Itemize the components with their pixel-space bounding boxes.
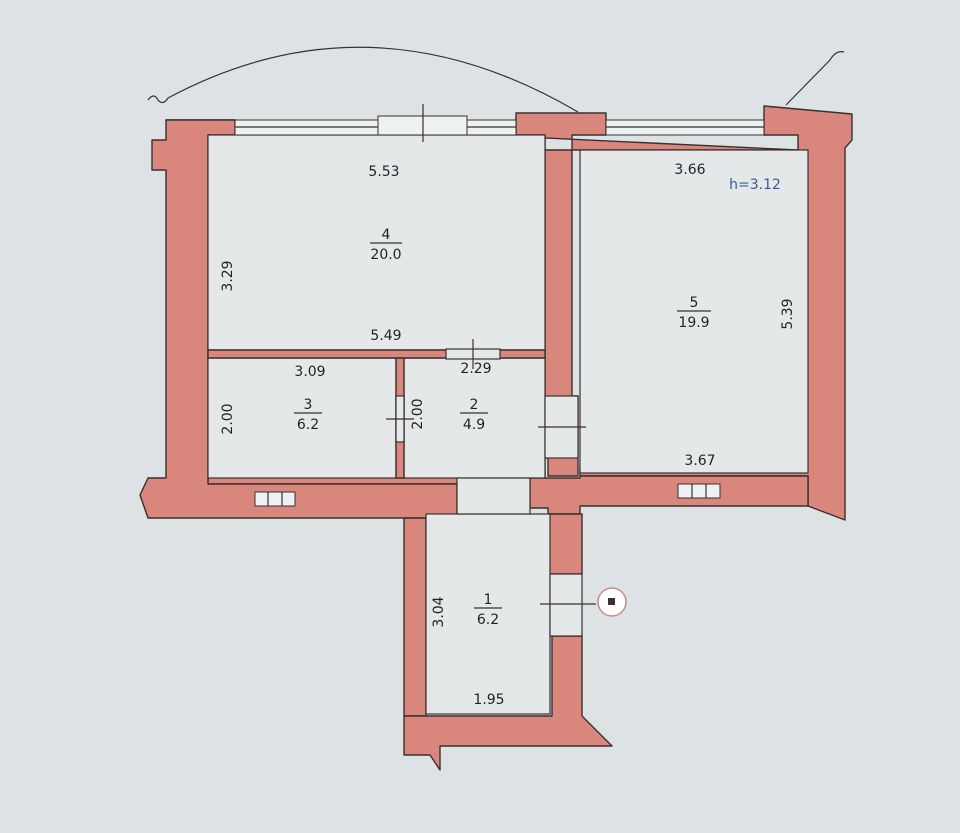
- room-area: 6.2: [477, 612, 499, 628]
- room-area: 6.2: [297, 417, 319, 433]
- entrance-doorway: [549, 573, 583, 637]
- room-area: 4.9: [463, 417, 485, 433]
- dim-room4-bottom: 5.49: [370, 328, 401, 344]
- room-area: 19.9: [678, 315, 709, 331]
- dim-room4-top: 5.53: [368, 164, 399, 180]
- room-number: 4: [382, 227, 391, 243]
- room-number: 5: [690, 295, 699, 311]
- room-1-floor: [425, 513, 551, 715]
- dim-room5-bottom: 3.67: [684, 453, 715, 469]
- room-number: 2: [470, 397, 479, 413]
- room-area: 20.0: [370, 247, 401, 263]
- dim-room1-left: 3.04: [431, 596, 447, 627]
- room-5-label: 5 19.9: [677, 295, 711, 331]
- dim-room2-left: 2.00: [410, 398, 426, 429]
- entrance-marker-dot: [608, 598, 615, 605]
- room-1-label: 1 6.2: [474, 592, 502, 628]
- break-line-right: [785, 51, 845, 106]
- corridor-wall: [529, 475, 809, 515]
- dim-room3-left: 2.00: [220, 403, 236, 434]
- room1-bottom-wall: [403, 635, 613, 771]
- partition-4-3: [207, 349, 546, 359]
- balcony-arc: [167, 46, 579, 113]
- dim-room1-bottom: 1.95: [473, 692, 504, 708]
- room-4-label: 4 20.0: [370, 227, 402, 263]
- room1-left-wall: [403, 517, 427, 717]
- room-3-label: 3 6.2: [294, 397, 322, 433]
- dim-room5-top: 3.66: [674, 162, 705, 178]
- doorway-hall: [456, 477, 531, 515]
- room-2-label: 2 4.9: [460, 397, 488, 433]
- ceiling-height-label: h=3.12: [729, 177, 781, 193]
- dim-room2-top: 2.29: [460, 361, 491, 377]
- vent-grille-left: [254, 491, 296, 507]
- room-3-floor: [207, 357, 397, 479]
- dim-room5-right: 5.39: [780, 298, 796, 329]
- room-number: 3: [304, 397, 313, 413]
- vent-grille-right: [677, 483, 721, 499]
- room-number: 1: [484, 592, 493, 608]
- room1-right-wall: [547, 513, 583, 575]
- dim-room3-top: 3.09: [294, 364, 325, 380]
- dim-room4-left: 3.29: [220, 260, 236, 291]
- break-mark-left: [147, 95, 169, 104]
